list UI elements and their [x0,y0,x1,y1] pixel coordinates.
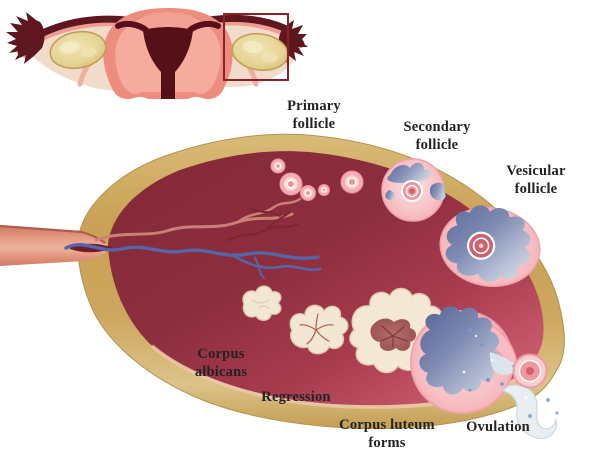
ovarian-ligament [0,224,109,266]
secondary-antrum [387,162,431,183]
primary-follicle-5 [340,170,364,194]
regression-structure [289,304,349,355]
fluid-gap [489,352,519,375]
ovulation-antrum [419,306,501,395]
highlight-box [223,13,289,81]
capillary-twig-3 [249,207,281,217]
label-corpus-luteum-forms: Corpus luteum forms [339,417,435,451]
inset-ovary-left [49,30,107,70]
uterus-body [103,8,233,100]
primary-follicle-1 [270,158,286,174]
corpus-albicans-structure [242,285,282,321]
ovulating-follicle [410,306,522,414]
fluid-cascade [501,384,558,440]
released-oocyte [512,353,548,389]
label-vesicular-follicle: Vesicular follicle [506,163,566,197]
label-secondary-follicle: Secondary follicle [403,119,471,153]
secondary-antrum-2 [429,182,446,201]
primary-follicle-3 [300,185,316,201]
inset-ovary-right [231,33,289,71]
label-primary-follicle: Primary follicle [287,98,341,132]
cascade-droplets [524,396,559,418]
primary-follicle-2 [279,172,303,196]
vein-branch [230,253,322,271]
label-corpus-albicans: Corpus albicans [194,346,248,380]
main-ovary [0,133,565,440]
artery-red [94,212,294,242]
uterus-inset [6,8,308,100]
primary-follicle-4 [318,184,330,196]
secondary-follicle [381,158,446,222]
uterine-cavity [143,27,193,99]
artery-branch [236,197,302,224]
fimbriae-left [6,12,45,64]
vein-twig [254,257,265,279]
secondary-antrum-3 [385,190,395,201]
blood-vessels [64,197,322,279]
capillary-twig-2 [265,211,291,231]
label-regression: Regression [261,389,331,405]
vein-blue [64,242,320,260]
primary-follicles [270,158,364,201]
label-ovulation: Ovulation [466,419,530,435]
vesicular-follicle [439,205,541,287]
